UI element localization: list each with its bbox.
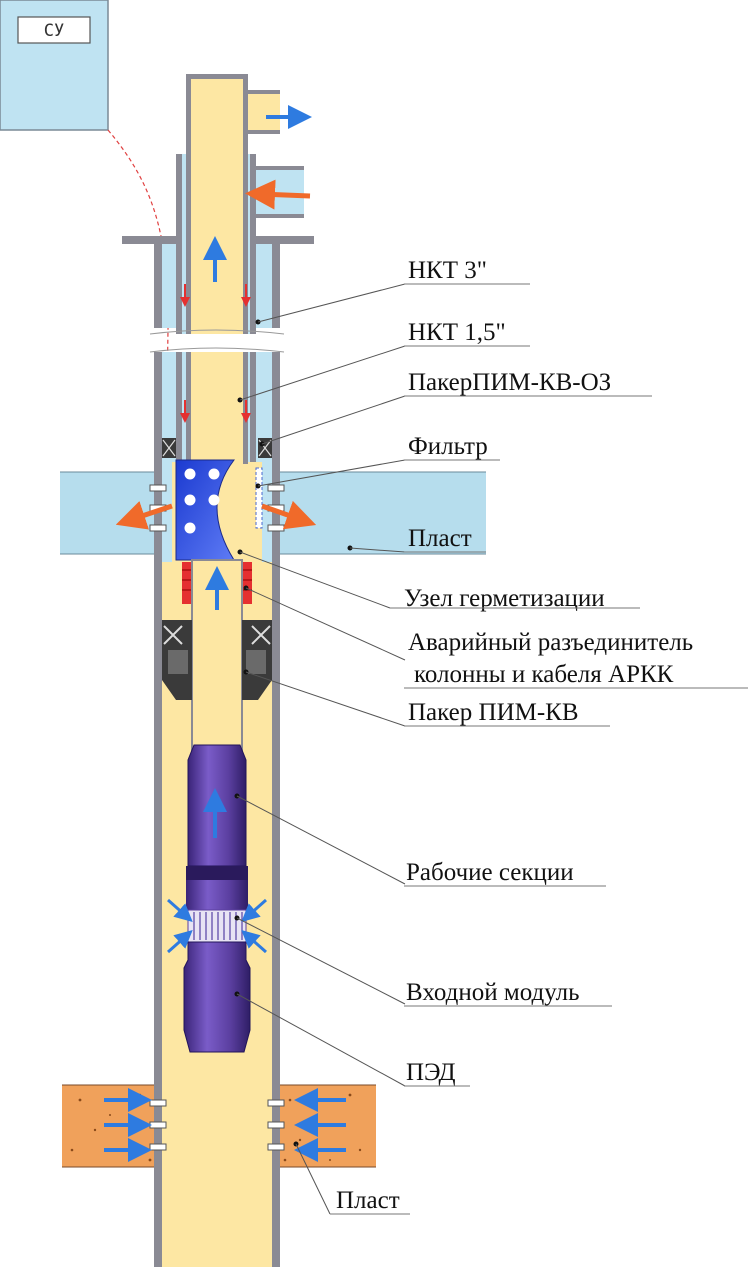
label-work-sections: Рабочие секции [406, 859, 574, 886]
label-nkt15: НКТ 1,5" [408, 319, 506, 346]
outer-tubing-wall-left [176, 352, 182, 462]
label-plast-lower: Пласт [336, 1187, 400, 1214]
label-nkt3: НКТ 3" [408, 257, 487, 284]
packer-kv [162, 620, 272, 700]
label-motor: ПЭД [406, 1059, 456, 1086]
flow-arrows [104, 105, 346, 1162]
label-disconnector-1: Аварийный разъединитель [408, 629, 693, 656]
inner-tubing-lower [190, 352, 244, 472]
label-disconnector-2: колонны и кабеля АРКК [414, 661, 674, 688]
perforations-lower [149, 1099, 285, 1151]
filter [175, 459, 263, 561]
inlet-module [187, 909, 247, 943]
label-inlet-module: Входной модуль [406, 979, 580, 1006]
label-plast-upper: Пласт [408, 525, 472, 552]
labels: НКТ 3" НКТ 1,5" ПакерПИМ-КВ-ОЗ Фильтр Пл… [330, 257, 748, 1215]
label-packer-kv: Пакер ПИМ-КВ [408, 699, 579, 726]
pump-assembly [183, 744, 251, 1053]
control-box: СУ [0, 0, 109, 131]
leader-lines [234, 283, 406, 1215]
label-packer-oz: ПакерПИМ-КВ-ОЗ [408, 369, 611, 396]
wellhead [122, 74, 314, 335]
control-box-label: СУ [44, 21, 64, 41]
control-box-display [17, 16, 91, 44]
label-filter: Фильтр [408, 433, 488, 460]
inner-tubing-wall-left [186, 352, 191, 464]
outer-tubing-wall-right [250, 352, 256, 462]
packer-oz [162, 438, 272, 458]
